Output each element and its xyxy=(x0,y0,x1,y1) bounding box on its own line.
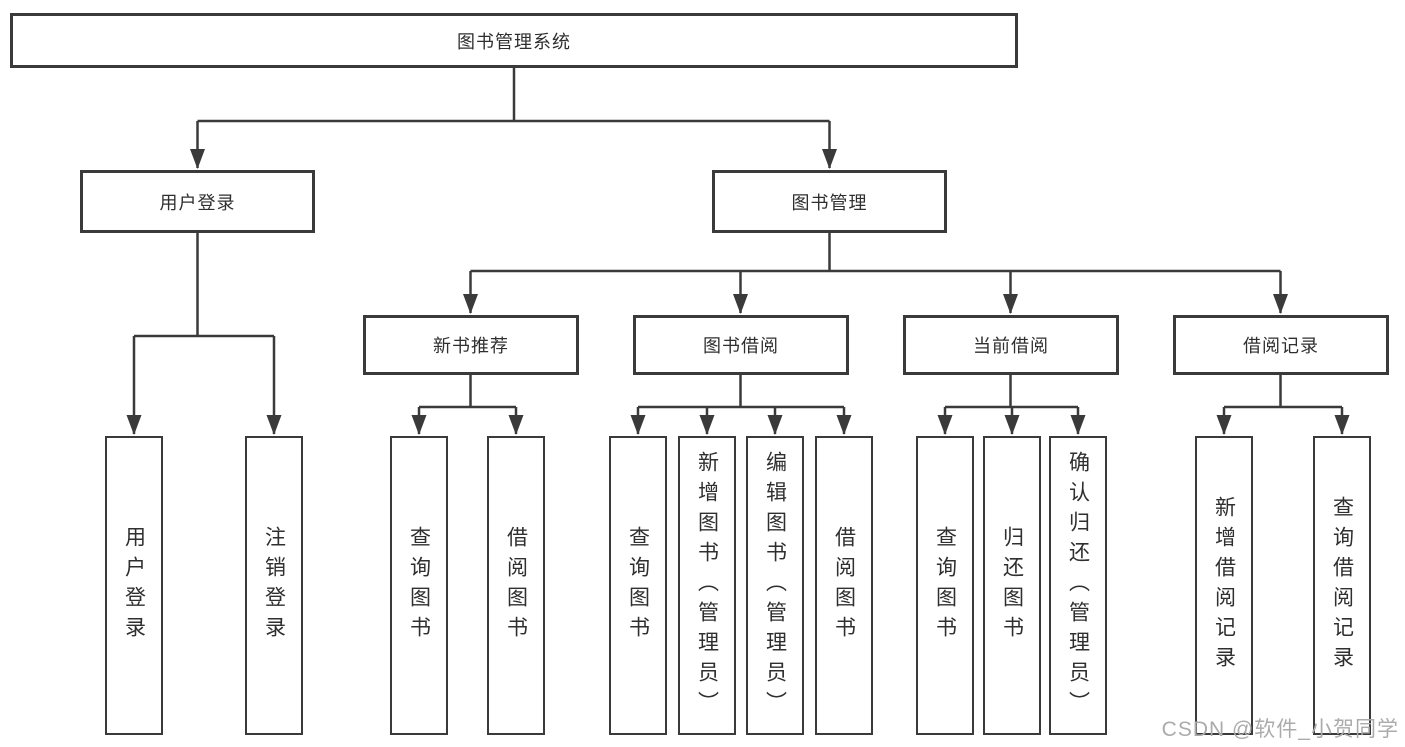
node-bb-add-books-admin: 新增图书（管理员） xyxy=(678,436,736,735)
node-bb-edit-books-admin: 编辑图书（管理员） xyxy=(746,436,804,735)
node-label: 归还图书 xyxy=(1000,525,1024,646)
node-nb-query-books: 查询图书 xyxy=(390,436,448,735)
node-label: 图书借阅 xyxy=(703,336,779,356)
node-br-query-record: 查询借阅记录 xyxy=(1313,436,1371,735)
node-label: 查询图书 xyxy=(933,525,957,646)
node-label: 编辑图书（管理员） xyxy=(763,450,787,721)
node-br-add-record: 新增借阅记录 xyxy=(1195,436,1253,735)
node-label: 借阅图书 xyxy=(504,525,528,646)
node-new-book-recommend: 新书推荐 xyxy=(363,315,579,375)
node-cb-confirm-return-admin: 确认归还（管理员） xyxy=(1049,436,1107,735)
node-bb-borrow-books: 借阅图书 xyxy=(815,436,873,735)
node-label: 新书推荐 xyxy=(433,336,509,356)
node-bb-query-books: 查询图书 xyxy=(609,436,667,735)
node-nb-borrow-books: 借阅图书 xyxy=(487,436,545,735)
node-label: 借阅图书 xyxy=(832,525,856,646)
node-label: 查询图书 xyxy=(407,525,431,646)
node-borrow-records: 借阅记录 xyxy=(1173,315,1389,375)
node-label: 用户登录 xyxy=(122,525,146,646)
node-book-management: 图书管理 xyxy=(712,170,947,233)
node-label: 当前借阅 xyxy=(973,336,1049,356)
node-label: 图书管理系统 xyxy=(457,31,571,52)
node-label: 借阅记录 xyxy=(1243,336,1319,356)
node-book-borrow: 图书借阅 xyxy=(633,315,849,375)
node-current-borrow: 当前借阅 xyxy=(903,315,1119,375)
node-label: 查询图书 xyxy=(626,525,650,646)
node-label: 注销登录 xyxy=(262,525,286,646)
node-label: 新增图书（管理员） xyxy=(695,450,719,721)
node-label: 用户登录 xyxy=(159,192,236,213)
node-cb-query-books: 查询图书 xyxy=(916,436,974,735)
node-login-action: 用户登录 xyxy=(105,436,163,735)
node-label: 确认归还（管理员） xyxy=(1066,450,1090,721)
node-label: 查询借阅记录 xyxy=(1330,495,1354,676)
node-user-login: 用户登录 xyxy=(80,170,315,233)
node-logout-action: 注销登录 xyxy=(245,436,303,735)
node-library-system: 图书管理系统 xyxy=(10,13,1018,68)
node-label: 新增借阅记录 xyxy=(1212,495,1236,676)
node-label: 图书管理 xyxy=(791,192,868,213)
node-cb-return-books: 归还图书 xyxy=(983,436,1041,735)
